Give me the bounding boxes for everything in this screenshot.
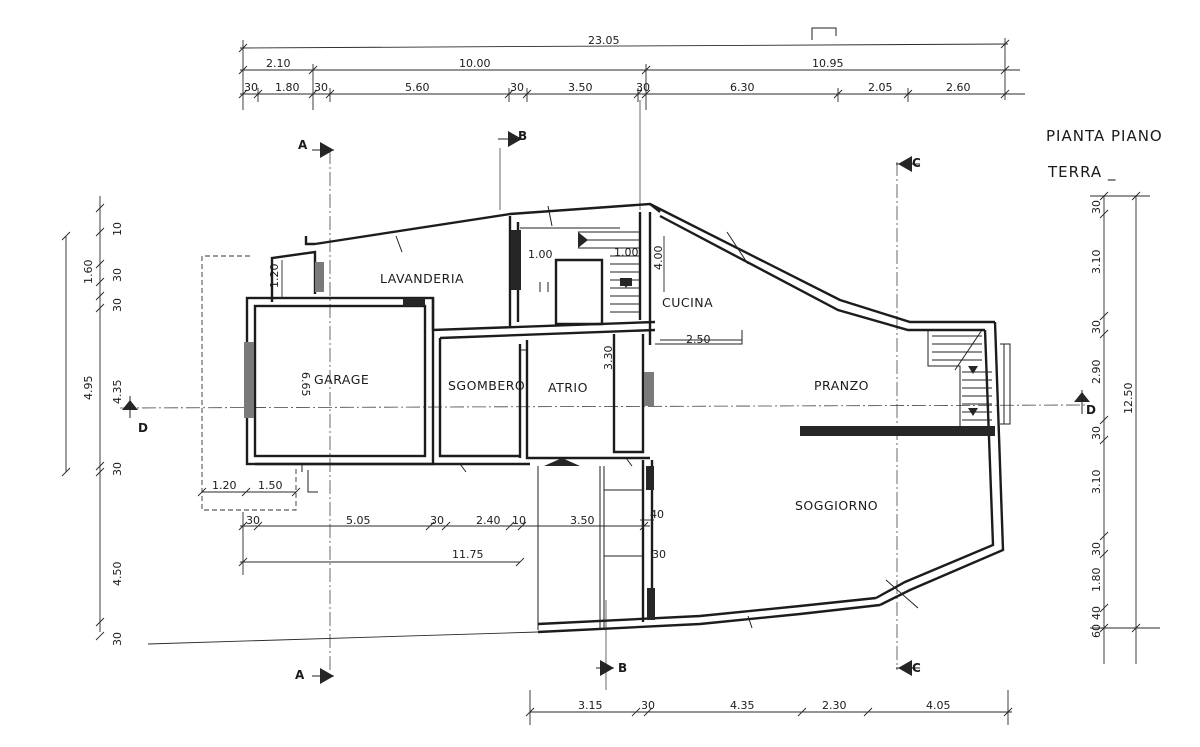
dim-stair-a: 1.00	[528, 248, 553, 261]
plan-title-line1: PIANTA PIANO	[1046, 127, 1163, 145]
structural-pillars	[244, 230, 978, 620]
dim-left-outer-4: 30	[111, 632, 124, 646]
dim-right-4: 2.90	[1090, 360, 1103, 385]
dim-top-row3-8: 6.30	[730, 81, 755, 94]
dim-top-row3-4: 5.60	[405, 81, 430, 94]
dim-right-1: 30	[1090, 200, 1103, 214]
dim-left-outer-2: 4.35	[111, 380, 124, 405]
dim-ext-1: 1.20	[212, 479, 237, 492]
dim-garage-depth: 6.65	[299, 372, 312, 397]
room-lavanderia: LAVANDERIA	[380, 271, 464, 286]
section-a-bottom-label: A	[295, 668, 305, 682]
dim-bot-row1-5: 10	[512, 514, 526, 527]
dim-top-row3-9: 2.05	[868, 81, 893, 94]
section-a-top-label: A	[298, 138, 308, 152]
dim-right-6: 3.10	[1090, 470, 1103, 495]
dim-top-row3-10: 2.60	[946, 81, 971, 94]
dim-bot-row3-3: 4.35	[730, 699, 755, 712]
section-marker-b-bottom: B	[596, 660, 627, 676]
dim-top-row3-7: 30	[636, 81, 650, 94]
section-marker-a-bottom: A	[295, 668, 334, 684]
dim-right-9: 40	[1090, 606, 1103, 620]
dim-right-10: 60	[1090, 624, 1103, 638]
dim-ext-2: 1.50	[258, 479, 283, 492]
dim-cucina-depth: 4.00	[652, 246, 665, 271]
dim-top-row3-1: 30	[244, 81, 258, 94]
dim-right-7: 30	[1090, 542, 1103, 556]
dim-bot-row1-7: 40	[650, 508, 664, 521]
dim-bot-row1-4: 2.40	[476, 514, 501, 527]
room-labels: LAVANDERIA GARAGE SGOMBERO ATRIO CUCINA …	[314, 271, 878, 513]
garage-extension-dashed: 1.20 1.50	[197, 255, 301, 511]
dim-stair-b: 1.00	[614, 246, 639, 259]
room-garage: GARAGE	[314, 372, 369, 387]
dim-atrio-depth: 3.30	[602, 346, 615, 371]
top-dimension-chains: 23.05 2.10 10.00 10.95 30 1.80 30 5.60 3…	[238, 27, 1025, 110]
dim-top-row3-3: 30	[314, 81, 328, 94]
dim-left-inner-4: 30	[111, 298, 124, 312]
dim-bot-row1-1: 30	[246, 514, 260, 527]
dim-bot-overall: 11.75	[452, 548, 484, 561]
dim-top-row2-2: 10.00	[459, 57, 491, 70]
dim-bot-row3-5: 4.05	[926, 699, 951, 712]
dim-left-inner-1: 10	[111, 222, 124, 236]
dim-left-inner-5: 30	[111, 462, 124, 476]
dim-lav-depth: 1.20	[268, 264, 281, 289]
right-dimension-chains: 30 3.10 30 2.90 30 3.10 30 1.80 40 60 12…	[1090, 191, 1160, 664]
section-marker-b-top: B	[498, 129, 527, 147]
dim-bot-row3-1: 3.15	[578, 699, 603, 712]
room-atrio: ATRIO	[548, 380, 588, 395]
section-d-right-label: D	[1086, 403, 1096, 417]
dim-left-outer-1: 4.95	[82, 376, 95, 401]
dim-top-row2-1: 2.10	[266, 57, 291, 70]
left-dimension-chains: 4.95 4.35 4.50 30 10 1.60 30 30 30	[61, 196, 124, 646]
dim-bot-row1-2: 5.05	[346, 514, 371, 527]
building-walls	[245, 202, 1005, 634]
section-marker-a-top: A	[298, 138, 334, 158]
dim-left-outer-3: 4.50	[111, 562, 124, 587]
section-marker-d-left: D	[122, 396, 148, 435]
dim-top-row2-3: 10.95	[812, 57, 844, 70]
dim-bot-vert-30: 30	[652, 548, 666, 561]
bottom-dimension-chains: 30 5.05 30 2.40 10 3.50 40 11.75 30 3.15…	[147, 508, 1013, 725]
section-b-bottom-label: B	[618, 661, 627, 675]
dim-bot-row3-4: 2.30	[822, 699, 847, 712]
dim-top-row3-2: 1.80	[275, 81, 300, 94]
dim-left-inner-2: 1.60	[82, 260, 95, 285]
dim-top-overall: 23.05	[588, 34, 620, 47]
room-pranzo: PRANZO	[814, 378, 869, 393]
dim-cucina-width: 2.50	[686, 333, 711, 346]
section-marker-c-top: C	[896, 156, 921, 172]
dim-top-row3-6: 3.50	[568, 81, 593, 94]
dim-bot-row1-6: 3.50	[570, 514, 595, 527]
internal-dimensions: 1.20 6.65 1.00 1.00 4.00 2.50 3.30	[268, 236, 711, 397]
dim-right-overall: 12.50	[1122, 383, 1135, 415]
dim-left-inner-3: 30	[111, 268, 124, 282]
room-cucina: CUCINA	[662, 295, 713, 310]
room-sgombero: SGOMBERO	[448, 378, 525, 393]
section-d-left-label: D	[138, 421, 148, 435]
dim-top-row3-5: 30	[510, 81, 524, 94]
room-soggiorno: SOGGIORNO	[795, 498, 878, 513]
section-marker-c-bottom: C	[896, 660, 921, 676]
dim-right-8: 1.80	[1090, 568, 1103, 593]
dim-bot-row3-2: 30	[641, 699, 655, 712]
section-c-bottom-label: C	[912, 661, 921, 675]
dim-right-5: 30	[1090, 426, 1103, 440]
section-marker-d-right: D	[1074, 390, 1096, 417]
dim-bot-row1-3: 30	[430, 514, 444, 527]
dim-right-2: 3.10	[1090, 250, 1103, 275]
section-lines	[119, 100, 1086, 690]
section-c-top-label: C	[912, 156, 921, 170]
dim-right-3: 30	[1090, 320, 1103, 334]
plan-title-line2: TERRA _	[1047, 163, 1116, 182]
openings	[301, 205, 1011, 629]
section-b-top-label: B	[518, 129, 527, 143]
